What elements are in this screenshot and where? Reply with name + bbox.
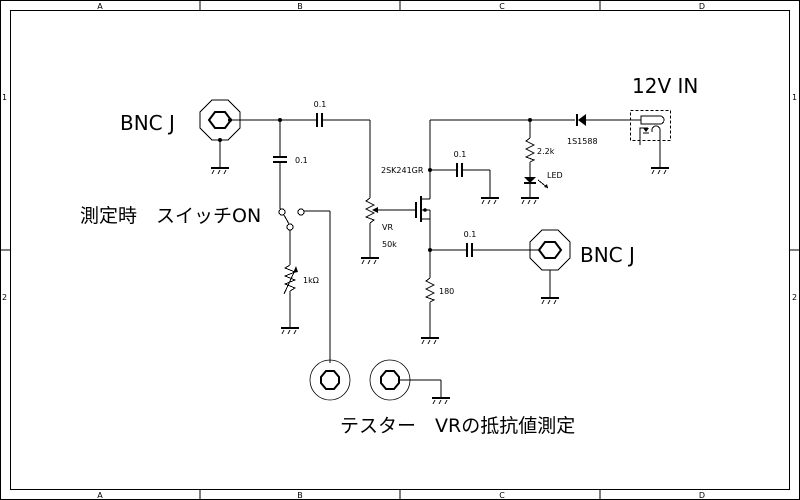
diode-label: 1S1588 (567, 137, 598, 146)
col-label-bottom: D (699, 491, 705, 500)
col-label-bottom: C (499, 491, 505, 500)
ground-icon (211, 167, 229, 175)
fet-2sk241gr (415, 196, 431, 222)
col-label-top: D (699, 2, 705, 11)
ground-icon (541, 297, 559, 305)
ground-icon (421, 337, 439, 345)
col-label-top: C (499, 2, 505, 11)
capacitor-value-label: 0.1 (454, 150, 467, 159)
resistor-2-2k (524, 137, 536, 163)
row-label-right: 2 (792, 293, 797, 302)
ground-icon (361, 257, 379, 265)
bnc-input-connector (199, 99, 241, 142)
potentiometer-vr (364, 197, 376, 224)
capacitor-output (466, 243, 473, 257)
col-label-top: A (97, 2, 103, 11)
capacitor-input-shunt (273, 156, 287, 163)
tester-note: テスター VRの抵抗値測定 (340, 415, 575, 437)
fet-label: 2SK241GR (381, 166, 424, 175)
ground-icon (521, 197, 539, 205)
led-icon (524, 177, 549, 189)
wiper-arrow-icon (372, 207, 378, 213)
row-label-left: 2 (2, 293, 7, 302)
bnc-input-label: BNC J (120, 111, 175, 135)
tester-jack-left[interactable] (309, 359, 351, 401)
resistor-value-label: 2.2k (537, 147, 555, 156)
switch-icon[interactable] (278, 208, 305, 231)
power-input-label: 12V IN (632, 74, 698, 98)
diode-icon (576, 114, 586, 126)
ground-icon (481, 197, 499, 205)
ground-icon (281, 327, 299, 335)
capacitor-bypass (456, 163, 463, 177)
resistor-180 (424, 277, 436, 303)
vr-name-label: VR (382, 223, 393, 232)
bnc-output-label: BNC J (580, 243, 635, 267)
led-label: LED (547, 171, 563, 180)
capacitor-value-label: 0.1 (295, 156, 308, 165)
resistor-value-label: 180 (439, 287, 454, 296)
row-label-left: 1 (2, 93, 7, 102)
col-label-top: B (297, 2, 303, 11)
ground-icon (432, 397, 450, 405)
row-label-right: 1 (792, 93, 797, 102)
capacitor-value-label: 0.1 (464, 230, 477, 239)
ground-icon (651, 167, 669, 175)
resistor-value-label: 1kΩ (303, 276, 319, 285)
dc-jack-icon[interactable] (630, 110, 671, 169)
switch-note: 測定時 スイッチON (80, 205, 261, 227)
col-label-bottom: A (97, 491, 103, 500)
capacitor-value-label: 0.1 (314, 100, 327, 109)
vr-value-label: 50k (382, 240, 397, 249)
bnc-output-connector (529, 229, 571, 271)
inner-frame (10, 10, 790, 490)
capacitor-input-series (316, 113, 323, 127)
col-label-bottom: B (297, 491, 303, 500)
variable-resistor-1k (283, 264, 298, 295)
